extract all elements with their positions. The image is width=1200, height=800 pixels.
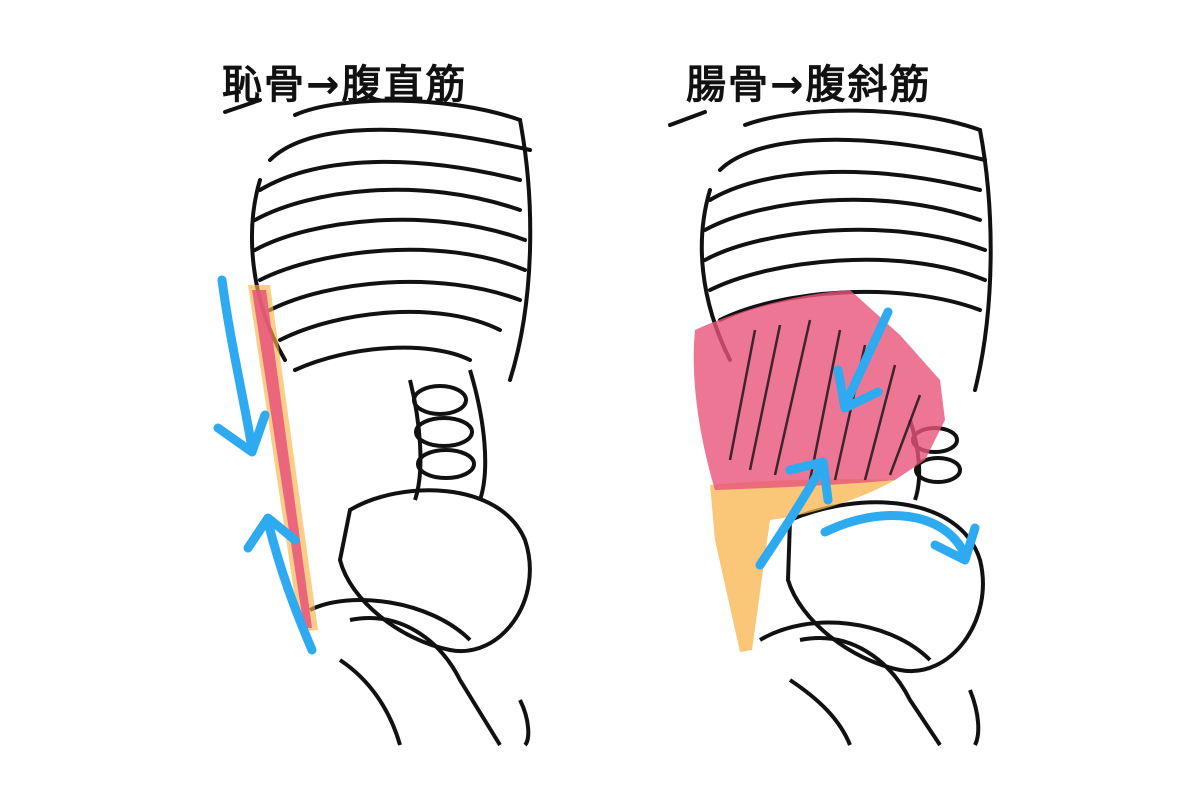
- pelvis-icon: [309, 488, 532, 654]
- direction-arrow-icon: [833, 307, 893, 413]
- direction-arrow-icon: [243, 513, 317, 655]
- rib-cage-icon: [668, 108, 993, 392]
- direction-arrow-icon: [755, 457, 833, 570]
- spine-icon: [408, 369, 488, 501]
- femur-icon: [788, 636, 981, 747]
- pelvis-icon: [758, 500, 985, 674]
- panel-title: 腸骨→腹斜筋: [686, 62, 932, 108]
- direction-arrow-icon: [820, 511, 980, 565]
- femur-icon: [338, 616, 531, 747]
- skeleton-illustration: [213, 98, 533, 747]
- direction-arrow-icon: [213, 275, 270, 457]
- tendon-band: [710, 479, 895, 652]
- skeleton-illustration: [668, 108, 993, 747]
- panel-rectus-abdominis: 恥骨→腹直筋: [200, 0, 560, 800]
- panel-oblique: 腸骨→腹斜筋: [660, 0, 1020, 800]
- muscle-fibers: [728, 319, 922, 481]
